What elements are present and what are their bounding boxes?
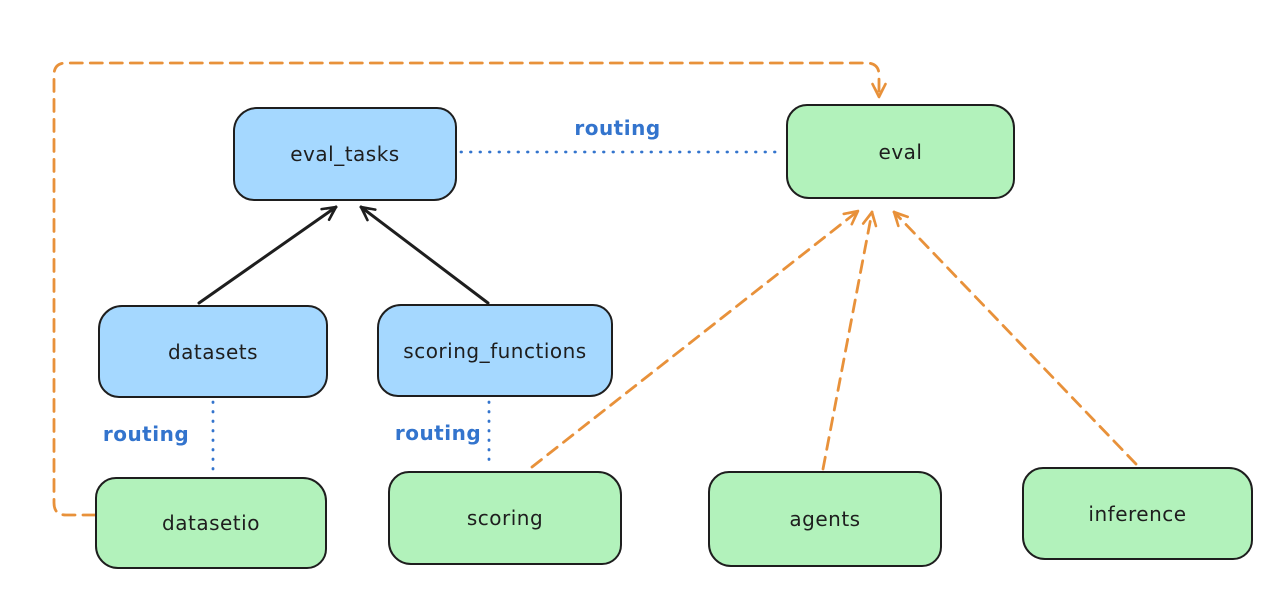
edge-label-routing-eval-tasks-to-eval: routing [574, 116, 661, 140]
node-datasetio-label: datasetio [162, 511, 260, 535]
edge-label-routing-scoring-functions-to-scoring: routing [394, 421, 482, 445]
edge-scoring_functions-to-eval_tasks-solid-arrow [359, 205, 490, 305]
node-datasets: datasets [98, 305, 328, 398]
edge-label-routing-datasets-to-datasetio: routing [102, 422, 190, 446]
edge-inference-to-eval-dashed-arrow [892, 210, 1138, 466]
node-datasetio: datasetio [95, 477, 327, 569]
node-scoring-functions: scoring_functions [377, 304, 613, 397]
node-scoring-functions-label: scoring_functions [403, 338, 587, 363]
node-eval-label: eval [878, 139, 923, 164]
node-agents: agents [708, 471, 942, 567]
node-inference: inference [1022, 467, 1253, 560]
edge-datasets-to-eval_tasks-solid-arrow [197, 205, 338, 305]
node-eval-tasks-label: eval_tasks [290, 142, 400, 166]
node-scoring-label: scoring [466, 506, 544, 530]
node-agents-label: agents [789, 507, 861, 531]
node-datasets-label: datasets [167, 339, 259, 364]
node-eval-tasks: eval_tasks [233, 107, 457, 201]
edge-datasetio-to-eval-dashed-arrow [52, 61, 887, 517]
edge-scoring-to-eval-dashed-arrow [530, 209, 860, 469]
node-scoring: scoring [388, 471, 622, 565]
node-eval: eval [786, 104, 1015, 199]
node-inference-label: inference [1088, 501, 1187, 526]
edge-agents-to-eval-dashed-arrow [821, 210, 878, 471]
